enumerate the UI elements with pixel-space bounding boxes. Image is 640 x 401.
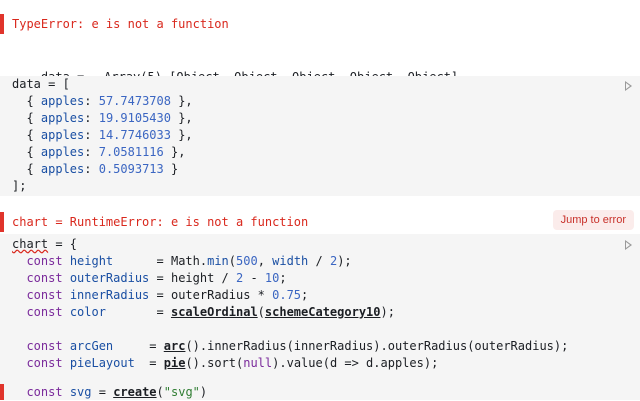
error-marker: [0, 14, 4, 34]
error-output-2: chart = RuntimeError: e is not a functio…: [0, 204, 640, 240]
run-cell-icon[interactable]: [625, 240, 632, 250]
code-line: const pieLayout = pie().sort(null).value…: [26, 356, 439, 370]
error-marker: [0, 212, 4, 232]
code-line: const outerRadius = height / 2 - 10;: [26, 271, 287, 285]
code-line: const innerRadius = outerRadius * 0.75;: [26, 288, 309, 302]
error-output-1: TypeError: e is not a function: [0, 6, 640, 42]
jump-to-error-button[interactable]: Jump to error: [552, 210, 634, 230]
code-line: const arcGen = arc().innerRadius(innerRa…: [26, 339, 569, 353]
code-line: const color = scaleOrdinal(schemeCategor…: [26, 305, 395, 319]
error-line-marker: [0, 384, 4, 400]
code-line: data = [: [12, 77, 70, 91]
code-line: { apples: 7.0581116 },: [12, 145, 186, 159]
error-message: TypeError: e is not a function: [12, 17, 229, 31]
error-message: chart = RuntimeError: e is not a functio…: [12, 215, 309, 229]
code-cell-chart[interactable]: chart = { const height = Math.min(500, w…: [0, 234, 640, 400]
code-line: const height = Math.min(500, width / 2);: [26, 254, 352, 268]
code-line: const svg = create("svg"): [26, 385, 208, 399]
code-line: { apples: 57.7473708 },: [12, 94, 193, 108]
data-inspector: data = ▸ Array(5) [Object, Object, Objec…: [0, 43, 640, 84]
code-cell-data[interactable]: data = [ { apples: 57.7473708 }, { apple…: [0, 76, 640, 196]
run-cell-icon[interactable]: [625, 81, 632, 91]
code-line: { apples: 14.7746033 },: [12, 128, 193, 142]
code-line: { apples: 19.9105430 },: [12, 111, 193, 125]
code-line: { apples: 0.5093713 }: [12, 162, 179, 176]
code-line: ];: [12, 179, 27, 193]
code-line: chart = {: [12, 237, 78, 251]
